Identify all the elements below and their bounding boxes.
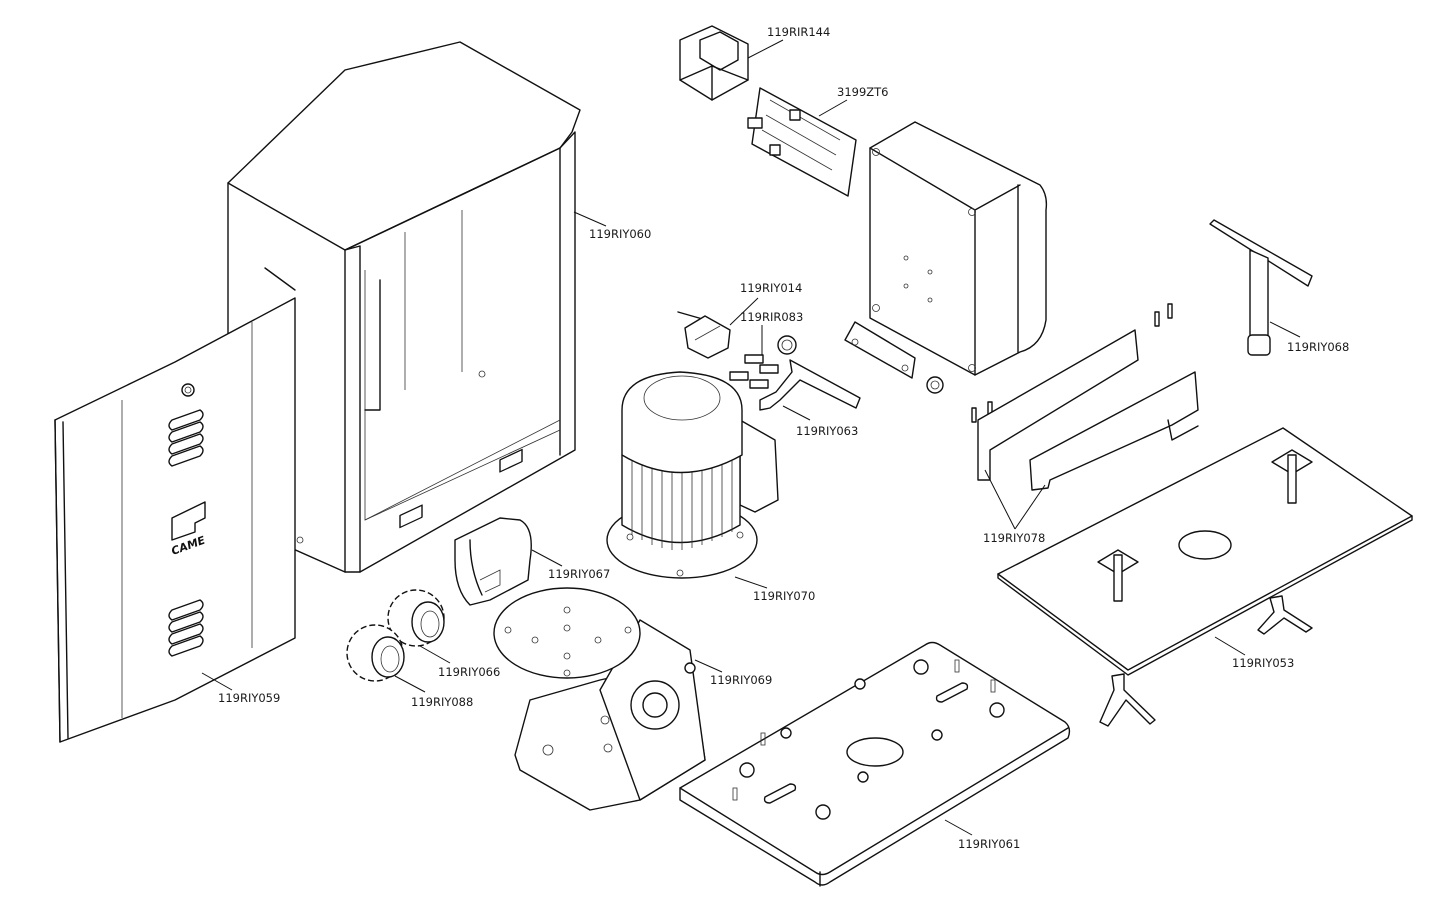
- release-key-drawing: [1209, 219, 1313, 356]
- pinion-gear-upper-drawing: [387, 589, 445, 647]
- ventilation-slots-bottom: [168, 599, 204, 657]
- pins-drawing: [971, 303, 1173, 423]
- leader-lines: [201, 39, 1301, 836]
- label-119RIY069: 119RIY069: [710, 673, 772, 687]
- terminal-block-drawing: [677, 311, 731, 359]
- label-3199ZT6: 3199ZT6: [837, 85, 889, 99]
- label-119RIY053: 119RIY053: [1232, 656, 1294, 670]
- label-119RIY014: 119RIY014: [740, 281, 802, 295]
- front-panel-drawing: CAME: [54, 267, 296, 743]
- gear-reducer-drawing: [493, 587, 706, 811]
- label-119RIY078: 119RIY078: [983, 531, 1045, 545]
- part-labels: 119RIR144 3199ZT6 119RIY060 119RIY014 11…: [218, 25, 1349, 851]
- label-119RIY061: 119RIY061: [958, 837, 1020, 851]
- electric-motor-drawing: [606, 371, 779, 579]
- electrical-enclosure-drawing: [869, 121, 1048, 376]
- ventilation-slots-top: [168, 409, 204, 467]
- label-119RIY067: 119RIY067: [548, 567, 610, 581]
- label-119RIY066: 119RIY066: [438, 665, 500, 679]
- mounting-bracket-drawing: [844, 321, 944, 394]
- label-119RIY063: 119RIY063: [796, 424, 858, 438]
- control-board-drawing: [747, 87, 857, 197]
- label-119RIY060: 119RIY060: [589, 227, 651, 241]
- label-119RIY059: 119RIY059: [218, 691, 280, 705]
- bracket-drawing: [759, 335, 861, 411]
- label-119RIR144: 119RIR144: [767, 25, 830, 39]
- limit-switch-plates-drawing: [977, 329, 1199, 491]
- anchor-plate-drawing: [997, 427, 1413, 727]
- label-119RIY070: 119RIY070: [753, 589, 815, 603]
- pinion-gear-lower-drawing: [346, 624, 405, 682]
- gear-cover-drawing: [454, 517, 532, 606]
- base-plate-drawing: [679, 641, 1071, 887]
- housing-cover-drawing: [227, 41, 581, 573]
- label-119RIR083: 119RIR083: [740, 310, 803, 324]
- transformer-drawing: [679, 25, 749, 101]
- label-119RIY068: 119RIY068: [1287, 340, 1349, 354]
- label-119RIY088: 119RIY088: [411, 695, 473, 709]
- limit-switch-connectors-drawing: [729, 354, 779, 389]
